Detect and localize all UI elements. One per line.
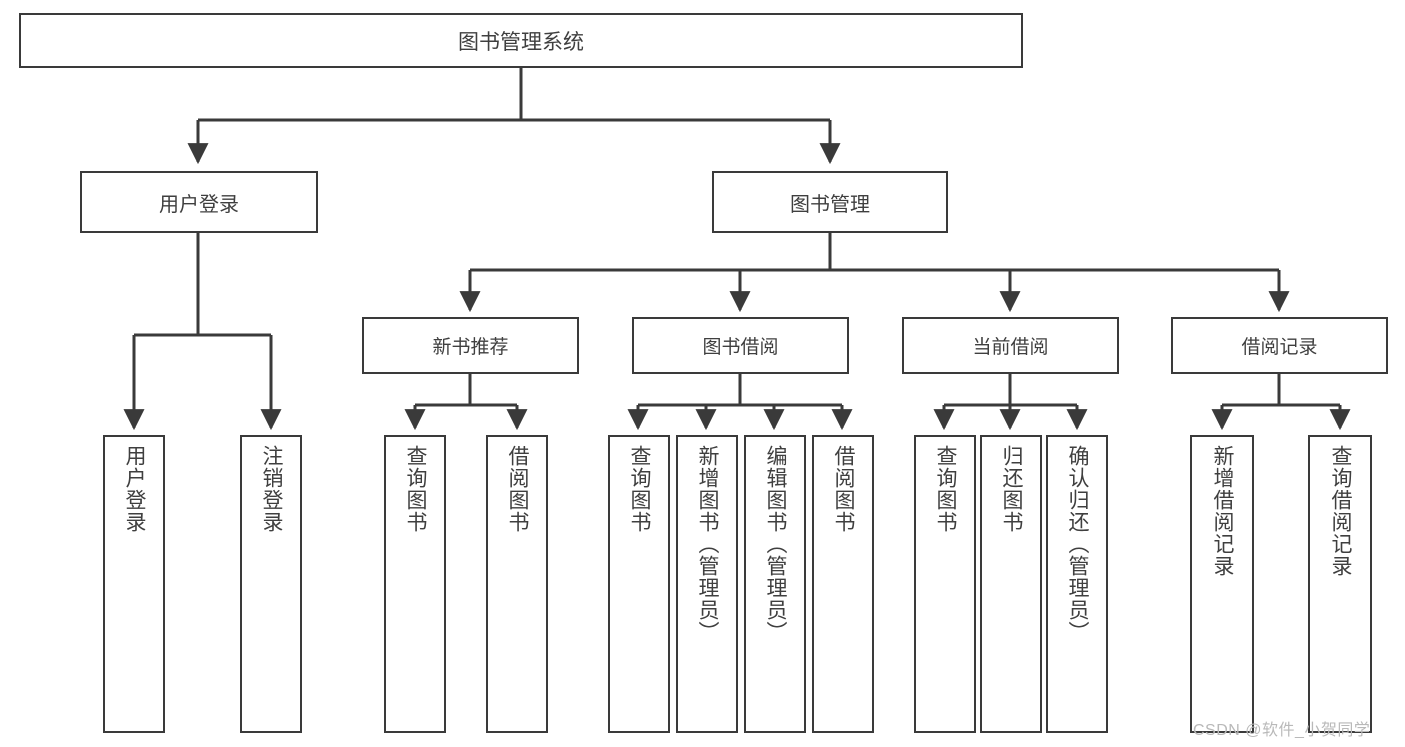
leaf-current-return-book[interactable]: 归还图书 [980, 435, 1042, 733]
node-borrow-record[interactable]: 借阅记录 [1171, 317, 1388, 374]
node-book-borrow[interactable]: 图书借阅 [632, 317, 849, 374]
leaf-borrow-borrow-book[interactable]: 借阅图书 [812, 435, 874, 733]
leaf-recommend-search-book-label: 查询图书 [403, 445, 427, 533]
node-book-management[interactable]: 图书管理 [712, 171, 948, 233]
leaf-recommend-borrow-book-label: 借阅图书 [505, 445, 529, 533]
csdn-watermark: CSDN @软件_小贺同学 [1193, 722, 1371, 739]
leaf-user-login-login-label: 用户登录 [122, 445, 146, 533]
leaf-borrow-edit-book[interactable]: 编辑图书（管理员） [744, 435, 806, 733]
leaf-current-return-book-label: 归还图书 [999, 445, 1023, 533]
node-user-login[interactable]: 用户登录 [80, 171, 318, 233]
leaf-record-add-record[interactable]: 新增借阅记录 [1190, 435, 1254, 733]
leaf-record-add-record-label: 新增借阅记录 [1210, 445, 1234, 577]
leaf-user-login-login[interactable]: 用户登录 [103, 435, 165, 733]
leaf-current-search-book-label: 查询图书 [933, 445, 957, 533]
leaf-borrow-search-book[interactable]: 查询图书 [608, 435, 670, 733]
leaf-borrow-edit-book-label: 编辑图书（管理员） [763, 445, 787, 643]
node-new-book-recommend-label: 新书推荐 [432, 337, 509, 358]
leaf-borrow-search-book-label: 查询图书 [627, 445, 651, 533]
leaf-user-login-logout[interactable]: 注销登录 [240, 435, 302, 733]
leaf-borrow-borrow-book-label: 借阅图书 [831, 445, 855, 533]
leaf-recommend-search-book[interactable]: 查询图书 [384, 435, 446, 733]
node-book-management-label: 图书管理 [790, 193, 870, 216]
node-current-borrow-label: 当前借阅 [972, 337, 1049, 358]
leaf-current-search-book[interactable]: 查询图书 [914, 435, 976, 733]
node-book-borrow-label: 图书借阅 [702, 337, 779, 358]
leaf-record-search-record[interactable]: 查询借阅记录 [1308, 435, 1372, 733]
leaf-borrow-add-book-label: 新增图书（管理员） [695, 445, 719, 643]
leaf-record-search-record-label: 查询借阅记录 [1328, 445, 1352, 577]
leaf-recommend-borrow-book[interactable]: 借阅图书 [486, 435, 548, 733]
node-new-book-recommend[interactable]: 新书推荐 [362, 317, 579, 374]
leaf-current-confirm-return-label: 确认归还（管理员） [1065, 445, 1089, 643]
node-current-borrow[interactable]: 当前借阅 [902, 317, 1119, 374]
node-root-system[interactable]: 图书管理系统 [19, 13, 1023, 68]
node-borrow-record-label: 借阅记录 [1241, 337, 1318, 358]
node-user-login-label: 用户登录 [159, 193, 239, 216]
node-root-system-label: 图书管理系统 [458, 30, 584, 54]
leaf-current-confirm-return[interactable]: 确认归还（管理员） [1046, 435, 1108, 733]
leaf-user-login-logout-label: 注销登录 [259, 445, 283, 533]
leaf-borrow-add-book[interactable]: 新增图书（管理员） [676, 435, 738, 733]
